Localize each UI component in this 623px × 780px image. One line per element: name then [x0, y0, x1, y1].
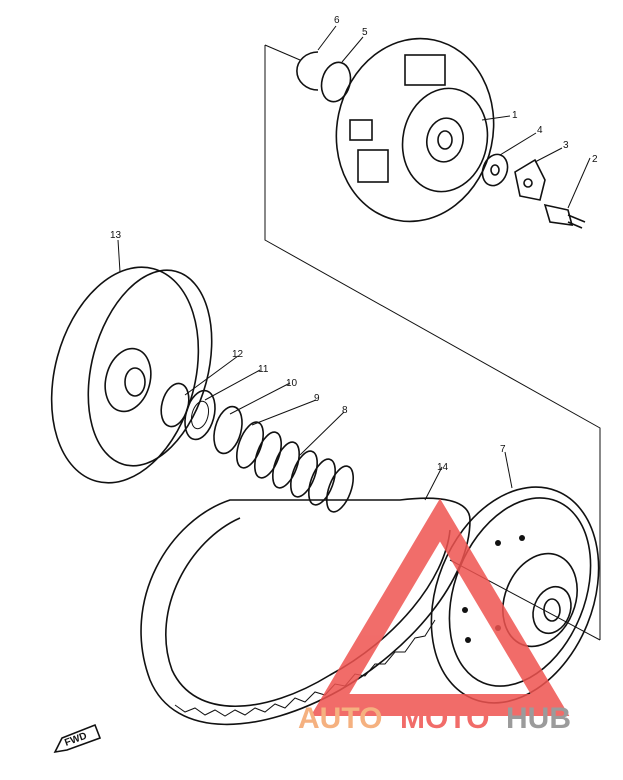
lock-plate	[514, 158, 546, 201]
bolt	[543, 203, 586, 229]
callout-5: 5	[362, 27, 368, 38]
watermark-triangle-icon	[310, 498, 570, 716]
callout-1: 1	[512, 110, 518, 121]
bearing	[184, 389, 216, 441]
ring	[320, 61, 352, 103]
callout-7: 7	[500, 444, 506, 455]
callout-14: 14	[437, 462, 449, 473]
callout-4: 4	[537, 125, 543, 136]
leader-lines	[117, 25, 591, 501]
watermark-text-auto: AUTO	[298, 702, 382, 735]
callout-6: 6	[334, 15, 340, 26]
spring-seat	[213, 405, 243, 455]
v-belt	[140, 497, 471, 726]
collar	[160, 382, 190, 428]
callout-8: 8	[342, 405, 348, 416]
secondary-sheave	[430, 486, 600, 704]
circlip	[296, 51, 319, 91]
watermark-logo: AUTO MOTO HUB	[298, 498, 571, 735]
callout-3: 3	[563, 140, 569, 151]
watermark-text-moto: MOTO	[400, 702, 489, 735]
callout-9: 9	[314, 393, 320, 404]
fwd-arrow-icon: FWD	[53, 723, 102, 754]
primary-sheave	[50, 266, 213, 484]
callout-10: 10	[286, 378, 298, 389]
callout-11: 11	[258, 364, 269, 375]
callout-2: 2	[592, 154, 598, 165]
callout-labels: 1 2 3 4 5 6 7 8 9 10 11 12 13 14	[110, 15, 598, 473]
callout-12: 12	[232, 349, 244, 360]
fixed-sheave	[335, 37, 495, 223]
callout-13: 13	[110, 230, 122, 241]
watermark-text-hub: HUB	[506, 702, 571, 735]
compression-spring	[236, 421, 354, 513]
